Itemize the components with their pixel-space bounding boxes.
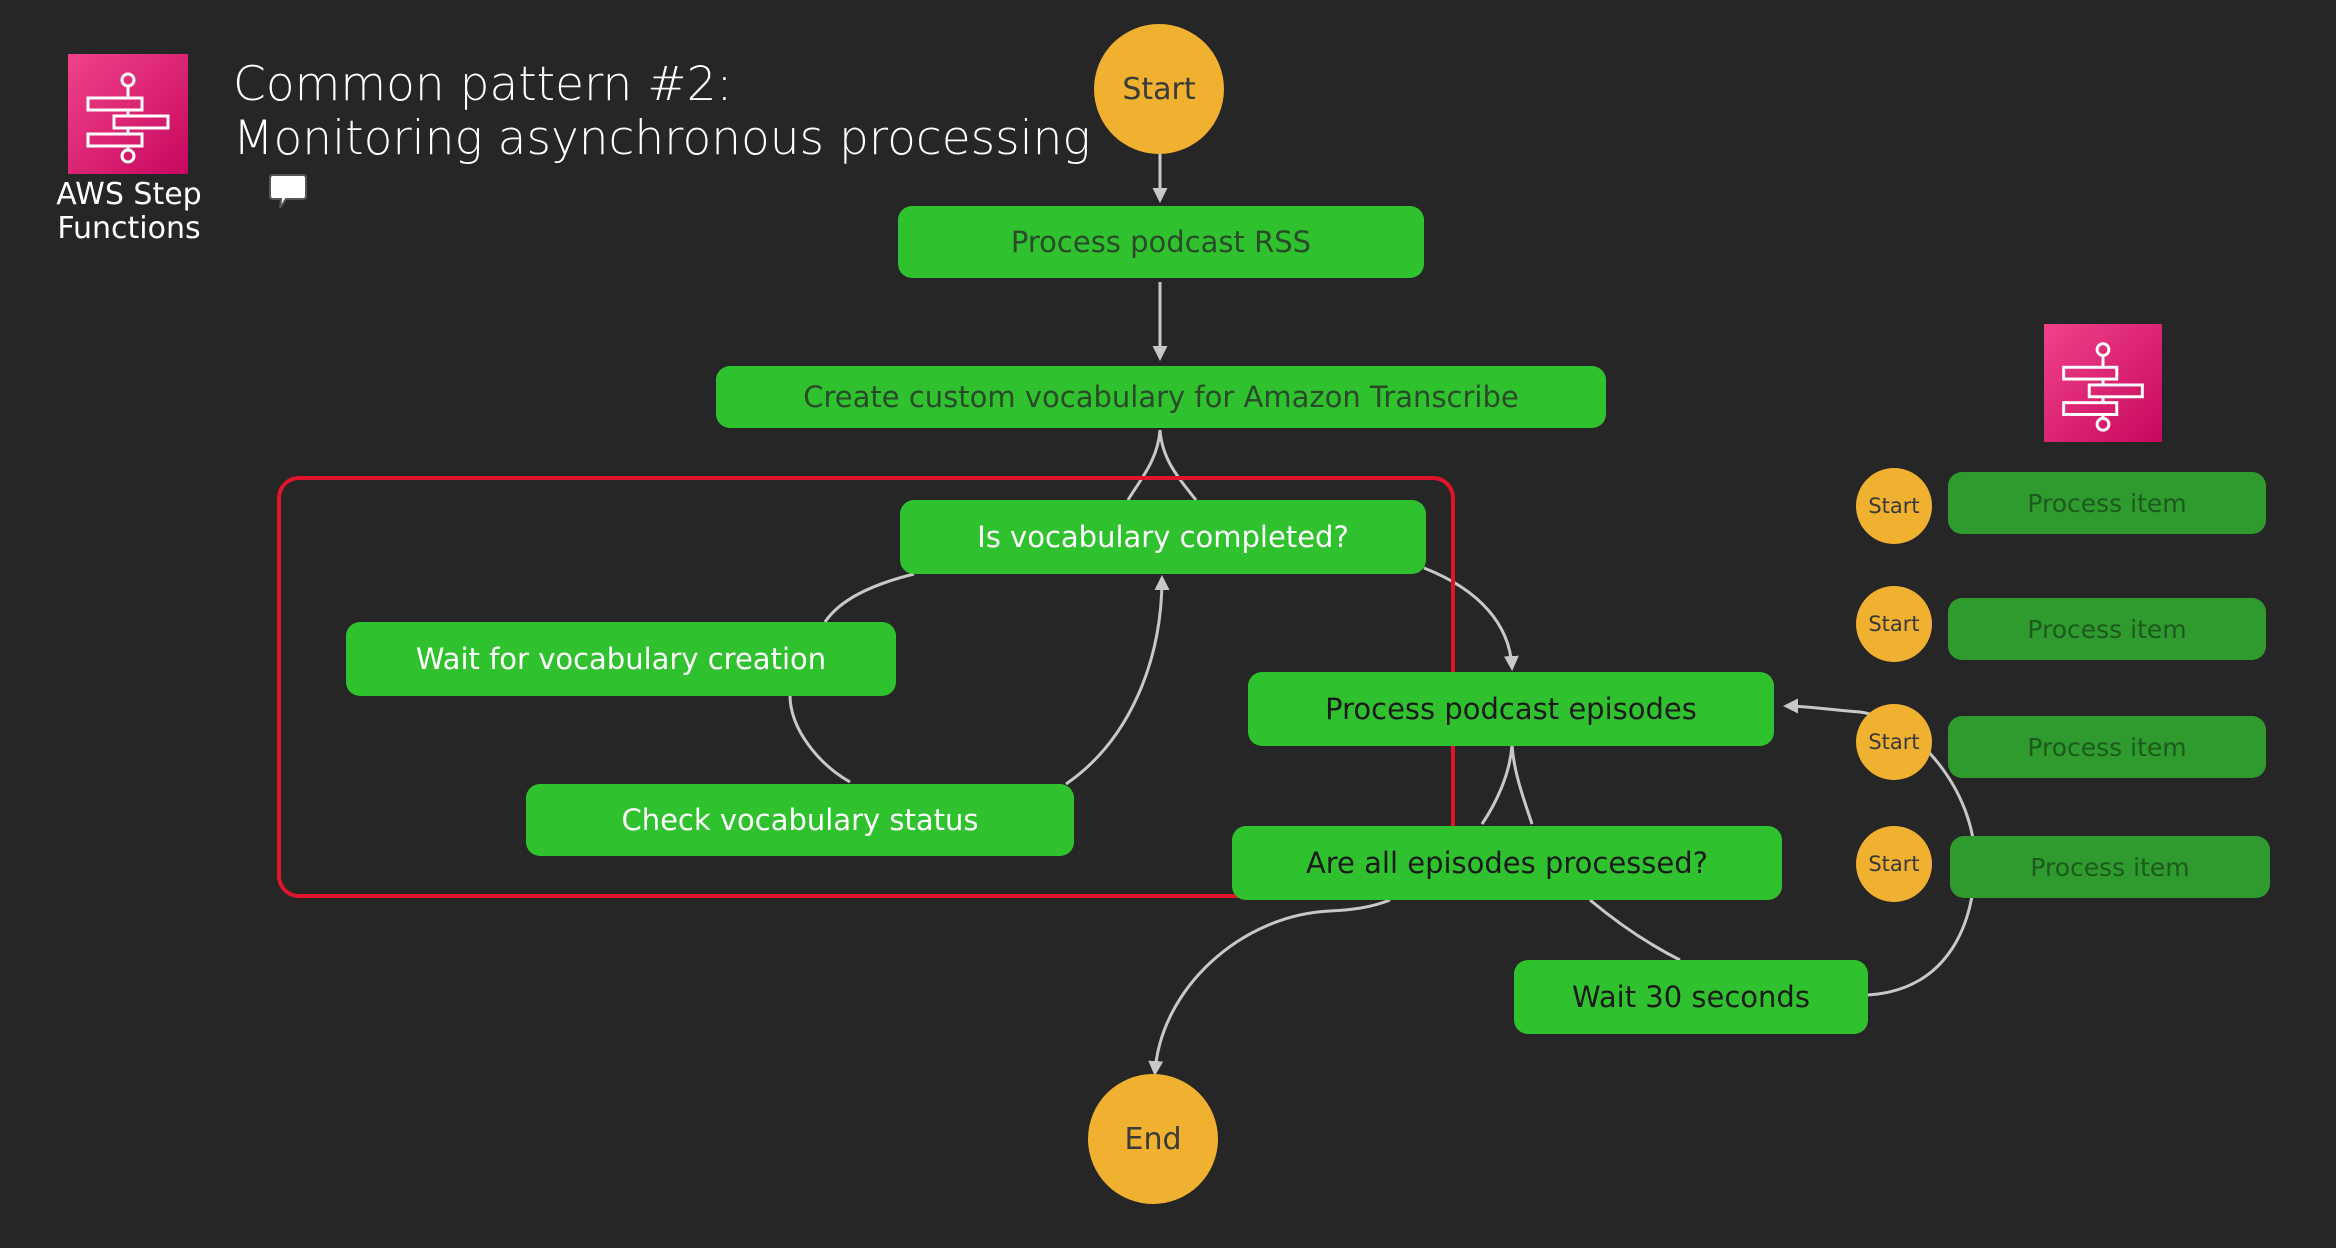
title-line2: Monitoring asynchronous processing — [233, 111, 1091, 166]
step-functions-small-icon — [2062, 342, 2144, 432]
page-title: Common pattern #2: Monitoring asynchrono… — [233, 58, 1091, 166]
state-create-custom-vocabulary: Create custom vocabulary for Amazon Tran… — [716, 366, 1606, 428]
state-wait-30-seconds: Wait 30 seconds — [1514, 960, 1868, 1034]
state-wait-for-vocabulary-creation: Wait for vocabulary creation — [346, 622, 896, 696]
title-line1: Common pattern #2: — [233, 57, 733, 112]
logo-label-line1: AWS Step — [56, 177, 202, 212]
edge-allprocessed-end — [1148, 898, 1391, 1076]
step-functions-small-icon-box — [2044, 324, 2162, 442]
state-process-podcast-episodes: Process podcast episodes — [1248, 672, 1774, 746]
state-are-all-episodes-processed: Are all episodes processed? — [1232, 826, 1782, 900]
edge-vocab-check-left — [1126, 429, 1162, 501]
logo-label: AWS Step Functions — [40, 178, 218, 246]
state-is-vocabulary-completed: Is vocabulary completed? — [900, 500, 1426, 574]
start-node: Start — [1094, 24, 1224, 154]
step-functions-icon — [86, 72, 170, 164]
edge-check-wait — [823, 572, 915, 623]
parallel-process-item-2: Process item — [1948, 598, 2266, 660]
edge-vocab-check-right — [1158, 429, 1198, 501]
comment-icon[interactable] — [268, 172, 308, 214]
parallel-start-3: Start — [1856, 704, 1932, 780]
parallel-process-item-1: Process item — [1948, 472, 2266, 534]
logo-label-line2: Functions — [57, 211, 201, 246]
edge-wait-status — [788, 694, 851, 784]
edge-allprocessed-wait30 — [1589, 898, 1681, 962]
parallel-start-2: Start — [1856, 586, 1932, 662]
edge-status-check — [1065, 575, 1170, 786]
parallel-process-item-4: Process item — [1950, 836, 2270, 898]
parallel-start-1: Start — [1856, 468, 1932, 544]
edge-check-episodes — [1423, 566, 1519, 671]
end-node: End — [1088, 1074, 1218, 1204]
state-process-podcast-rss: Process podcast RSS — [898, 206, 1424, 278]
parallel-start-4: Start — [1856, 826, 1932, 902]
parallel-process-item-3: Process item — [1948, 716, 2266, 778]
state-check-vocabulary-status: Check vocabulary status — [526, 784, 1074, 856]
step-functions-logo — [68, 54, 188, 174]
edge-episodes-check-right — [1510, 744, 1534, 825]
edge-episodes-check-left — [1480, 744, 1514, 825]
edge-wait30-episodes — [1783, 698, 1977, 997]
